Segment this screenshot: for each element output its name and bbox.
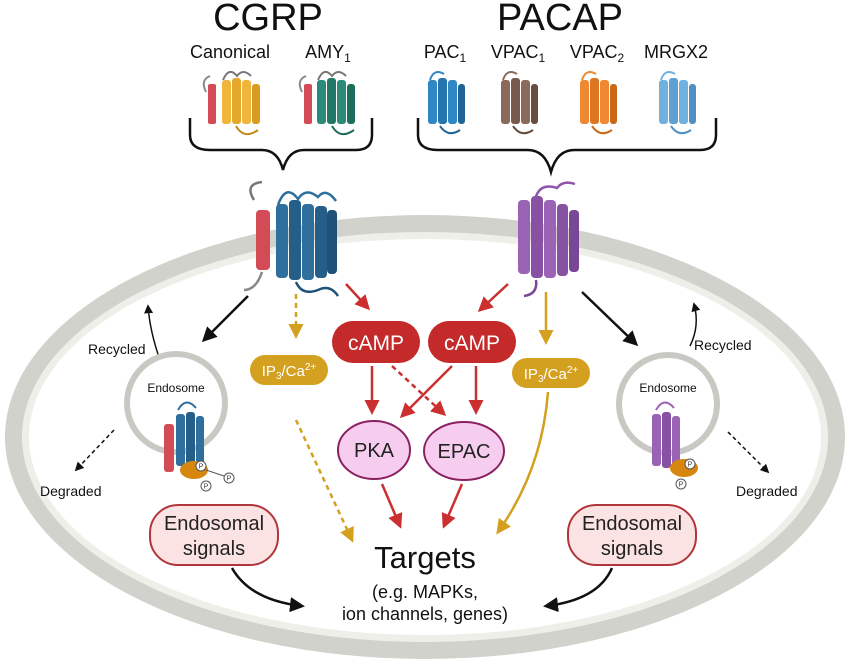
ip3-label-right: IP3/Ca2+	[524, 365, 579, 385]
endosome-label-right: Endosome	[639, 381, 697, 395]
endosomal-signals-left-line1: Endosomal	[164, 513, 264, 535]
epac-label: EPAC	[438, 441, 491, 463]
epac-oval	[423, 421, 505, 481]
targets-title: Targets	[374, 540, 476, 575]
arrow-cgrp-to-camp	[345, 283, 371, 311]
arrow-pacap-to-camp	[477, 283, 509, 313]
arrow-cgrp-to-endosome	[201, 295, 249, 343]
pacap-title: PACAP	[497, 0, 623, 39]
phospho-label-left-3: P	[227, 476, 232, 483]
receptor-vpac2-icon	[580, 71, 617, 135]
ip3-pill-left	[250, 355, 328, 385]
endosome-left: Endosome P P P	[124, 351, 235, 492]
camp-label-right: cAMP	[444, 332, 500, 355]
arrow-endosomal-left-to-targets	[230, 567, 305, 613]
targets-line2: ion channels, genes)	[342, 604, 508, 624]
endosomal-signals-right-line2: signals	[601, 538, 663, 560]
arrow-camp-left-to-epac	[391, 365, 447, 417]
arrow-degraded-left	[74, 429, 115, 472]
recycled-label-left: Recycled	[88, 341, 146, 357]
arrow-ip3-left-to-targets	[294, 419, 354, 543]
receptor-label-vpac1: VPAC1	[491, 42, 546, 65]
phospho-label-right-1: P	[688, 462, 693, 469]
receptor-pac1-icon	[428, 71, 465, 135]
cgrp-title: CGRP	[213, 0, 323, 39]
degraded-label-right: Degraded	[736, 483, 798, 499]
camp-label-left: cAMP	[348, 332, 404, 355]
receptor-canonical-icon	[202, 70, 260, 136]
receptor-label-pac1: PAC1	[424, 42, 467, 65]
cgrp-brace	[188, 118, 374, 171]
arrow-pka-to-targets	[380, 483, 403, 529]
endosome-label-left: Endosome	[147, 381, 205, 395]
arrow-degraded-right	[727, 431, 770, 474]
targets-line1: (e.g. MAPKs,	[372, 582, 478, 602]
receptor-label-mrgx2: MRGX2	[644, 42, 708, 62]
receptor-label-amy1: AMY1	[305, 42, 351, 65]
cgrp-membrane-receptor-icon	[243, 180, 340, 297]
arrow-pacap-to-endosome	[581, 291, 639, 347]
phospho-label-right-2: P	[679, 482, 684, 489]
pacap-brace	[416, 118, 718, 177]
arrow-ip3-right-to-targets	[496, 391, 550, 535]
receptor-label-canonical: Canonical	[190, 42, 270, 62]
ip3-pill-right	[512, 358, 590, 388]
arrow-endosomal-right-to-targets	[543, 567, 614, 613]
receptor-label-vpac2: VPAC2	[570, 42, 625, 65]
receptor-mrgx2-icon	[659, 71, 696, 135]
camp-pill-left	[332, 321, 420, 363]
endosomal-signals-left-line2: signals	[183, 538, 245, 560]
degraded-label-left: Degraded	[40, 483, 102, 499]
phospho-label-left-2: P	[204, 484, 209, 491]
receptor-vpac1-icon	[501, 71, 538, 135]
pka-oval	[337, 420, 411, 480]
pacap-membrane-receptor-icon	[518, 181, 579, 298]
ip3-label-left: IP3/Ca2+	[262, 362, 317, 382]
endosome-right: Endosome P P	[616, 352, 720, 490]
receptor-amy1-icon	[298, 70, 355, 136]
camp-pill-right	[428, 321, 516, 363]
arrow-epac-to-targets	[441, 483, 464, 529]
pka-label: PKA	[354, 440, 395, 462]
endosomal-signals-right	[567, 504, 697, 566]
arrow-camp-right-to-pka	[399, 365, 453, 419]
endosomal-signals-right-line1: Endosomal	[582, 513, 682, 535]
endosomal-signals-left	[149, 504, 279, 566]
recycled-label-right: Recycled	[694, 337, 752, 353]
phospho-label-left-1: P	[199, 464, 204, 471]
arrow-recycled-right	[689, 302, 701, 347]
